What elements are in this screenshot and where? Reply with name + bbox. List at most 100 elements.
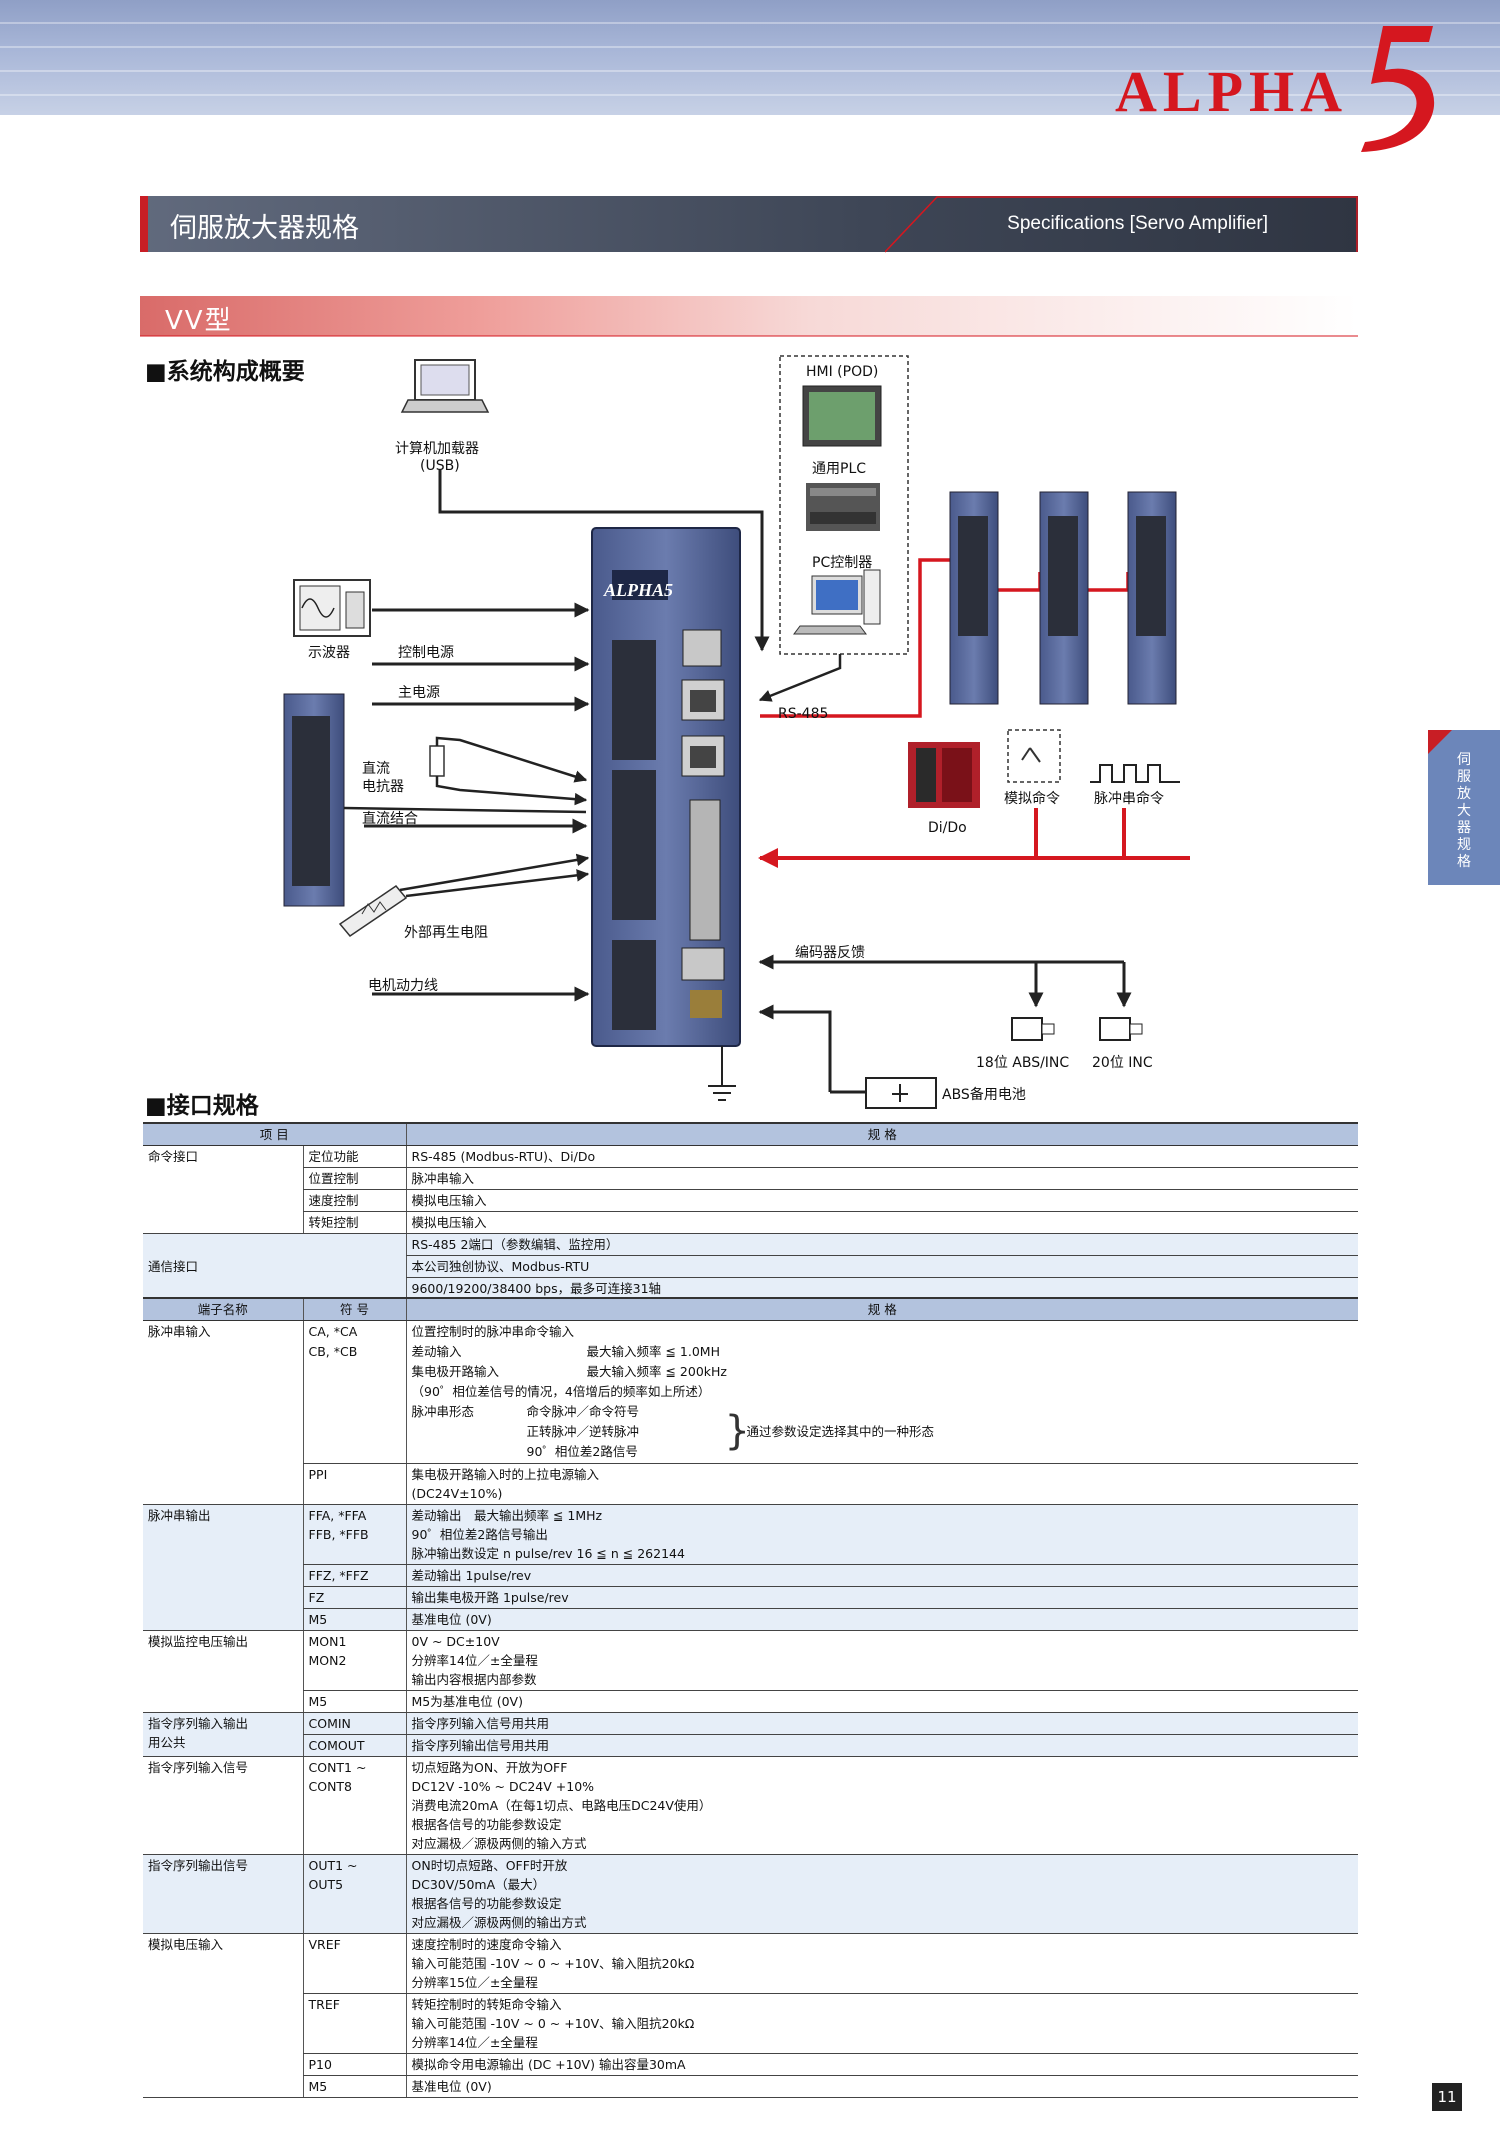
t1-spec: 模拟电压输入: [405, 1211, 1359, 1234]
top-banner: [0, 0, 1500, 115]
fz-sym: FZ: [302, 1586, 406, 1609]
common-name: 指令序列输入输出: [148, 1716, 249, 1731]
t1-sub: 定位功能: [302, 1145, 407, 1168]
m5-sym: M5: [302, 1690, 406, 1713]
vref-spec: 速度控制时的速度命令输入: [411, 1937, 562, 1952]
seq-in-spec: 切点短路为ON、开放为OFF: [411, 1760, 568, 1775]
tref-spec: 输入可能范围 -10V ~ 0 ~ +10V、输入阻抗20kΩ: [411, 2016, 695, 2031]
seq-out-sym: OUT1 ~: [308, 1858, 358, 1873]
ppi-sym: PPI: [302, 1463, 406, 1505]
section-accent-line: [885, 196, 1358, 253]
t2-header-name: 端子名称: [143, 1297, 303, 1321]
pulse-in-note: 通过参数设定选择其中的一种形态: [746, 1424, 935, 1439]
seq-in-spec: 对应漏极／源极两侧的输入方式: [411, 1836, 587, 1851]
section-title-en: Specifications [Servo Amplifier]: [1007, 213, 1268, 234]
tref-sym: TREF: [302, 1993, 406, 2054]
pulse-in-name: 脉冲串输入: [143, 1320, 303, 1505]
oscilloscope-icon: [293, 579, 371, 637]
pulse-in-spec: 位置控制时的脉冲串命令输入: [411, 1324, 575, 1339]
rs485-label: RS-485: [778, 706, 829, 722]
t1-header-item: 项 目: [143, 1122, 407, 1146]
pulse-in-format: 90゜相位差2路信号: [526, 1444, 638, 1459]
logo-text: ALPHA: [1115, 59, 1348, 124]
analog-in-name: 模拟电压输入: [143, 1933, 303, 2098]
seq-in-spec: DC12V -10% ~ DC24V +10%: [411, 1779, 595, 1794]
pulse-in-format: 命令脉冲／命令符号: [526, 1404, 640, 1419]
side-tab-label: 伺服放大器规格: [1457, 752, 1471, 870]
t1-spec: RS-485 (Modbus-RTU)、Di/Do: [405, 1145, 1359, 1168]
common-name: 用公共: [148, 1735, 186, 1750]
pulse-in-spec: 最大输入频率 ≦ 200kHz: [586, 1364, 727, 1379]
pc-loader-label: 计算机加载器: [395, 441, 479, 457]
pulse-out-spec: 90゜相位差2路信号输出: [411, 1527, 548, 1542]
pulse-out-sym: FFB, *FFB: [308, 1527, 369, 1542]
alpha5-logo: ALPHA: [1115, 18, 1445, 153]
pulse-out-spec: 差动输出 最大输出频率 ≦ 1MHz: [411, 1508, 603, 1523]
pc-loader-port-label: (USB): [420, 458, 460, 474]
ppi-spec: 集电极开路输入时的上拉电源输入: [411, 1467, 600, 1482]
monitor-sym: MON1: [308, 1634, 347, 1649]
enc18-label: 18位 ABS/INC: [976, 1055, 1070, 1071]
t1-header-spec: 规 格: [405, 1122, 1359, 1146]
pulse-out-name: 脉冲串输出: [143, 1504, 303, 1631]
p10-sym: P10: [302, 2053, 406, 2076]
servo-amp-small-icon: [949, 491, 1177, 705]
system-diagram: [283, 355, 1190, 1109]
pulse-in-sym: CA, *CA: [308, 1324, 358, 1339]
pulse-in-spec: 脉冲串形态: [411, 1404, 475, 1419]
pulse-in-spec: 集电极开路输入: [411, 1364, 500, 1379]
model-bar: VV型: [140, 296, 1358, 336]
plc-label: 通用PLC: [812, 461, 867, 477]
model-label: VV型: [165, 306, 233, 336]
tref-spec: 转矩控制时的转矩命令输入: [411, 1997, 562, 2012]
tref-spec: 分辨率14位／±全量程: [411, 2035, 538, 2050]
dc-link-label: 直流结合: [362, 811, 418, 827]
motor-power-label: 电机动力线: [368, 978, 438, 994]
t1-comm-spec: RS-485 2端口（参数编辑、监控用）: [405, 1233, 1359, 1256]
interface-heading: ■接口规格: [145, 1093, 259, 1119]
seq-out-name: 指令序列输出信号: [143, 1854, 303, 1934]
seq-in-spec: 根据各信号的功能参数设定: [411, 1817, 562, 1832]
comin-spec: 指令序列输入信号用共用: [405, 1712, 1358, 1735]
comout-sym: COMOUT: [302, 1734, 406, 1757]
vref-sym: VREF: [302, 1933, 406, 1994]
main-power-label: 主电源: [398, 685, 440, 701]
monitor-name: 模拟监控电压输出: [143, 1630, 303, 1713]
pulse-icon: [1090, 764, 1180, 783]
m5-spec: M5为基准电位 (0V): [405, 1690, 1358, 1713]
page-number: 11: [1432, 2083, 1462, 2111]
dido-module-icon: [908, 742, 980, 808]
t1-comm-spec: 本公司独创协议、Modbus-RTU: [405, 1255, 1359, 1278]
vref-spec: 输入可能范围 -10V ~ 0 ~ +10V、输入阻抗20kΩ: [411, 1956, 695, 1971]
pc-icon: [793, 569, 881, 635]
servo-amplifier-icon: [591, 527, 741, 1047]
encoder-feedback-label: 编码器反馈: [795, 945, 865, 961]
m5-spec: 基准电位 (0V): [405, 1608, 1358, 1631]
ppi-spec: (DC24V±10%): [411, 1486, 503, 1501]
seq-out-spec: 对应漏极／源极两侧的输出方式: [411, 1915, 587, 1930]
side-tab: 伺服放大器规格: [1428, 730, 1500, 885]
pulse-in-spec: （90゜相位差信号的情况，4倍增后的频率如上所述）: [411, 1384, 711, 1399]
pc-controller-label: PC控制器: [812, 555, 873, 571]
pulse-in-spec: 最大输入频率 ≦ 1.0MH: [586, 1344, 720, 1359]
seq-out-spec: ON时切点短路、OFF时开放: [411, 1858, 568, 1873]
dc-reactor-label-1: 直流: [362, 761, 390, 777]
dc-reactor-icon: [429, 745, 445, 777]
pulse-out-spec: 脉冲输出数设定 n pulse/rev 16 ≦ n ≦ 262144: [411, 1546, 685, 1561]
t2-header-spec: 规 格: [405, 1297, 1358, 1321]
t1-spec: 模拟电压输入: [405, 1189, 1359, 1212]
motor-icon: [1011, 1017, 1143, 1041]
battery-label: ABS备用电池: [942, 1087, 1026, 1103]
plc-icon: [806, 483, 880, 531]
comout-spec: 指令序列输出信号用共用: [405, 1734, 1358, 1757]
servo-amp-left-icon: [283, 693, 345, 907]
ffz-sym: FFZ, *FFZ: [302, 1564, 406, 1587]
analog-cmd-label: 模拟命令: [1004, 791, 1060, 807]
fz-spec: 输出集电极开路 1pulse/rev: [405, 1586, 1358, 1609]
diagram-heading: ■系统构成概要: [145, 359, 305, 385]
control-power-label: 控制电源: [398, 645, 454, 661]
pulse-in-sym: CB, *CB: [308, 1344, 358, 1359]
t1-sub: 转矩控制: [302, 1211, 407, 1234]
